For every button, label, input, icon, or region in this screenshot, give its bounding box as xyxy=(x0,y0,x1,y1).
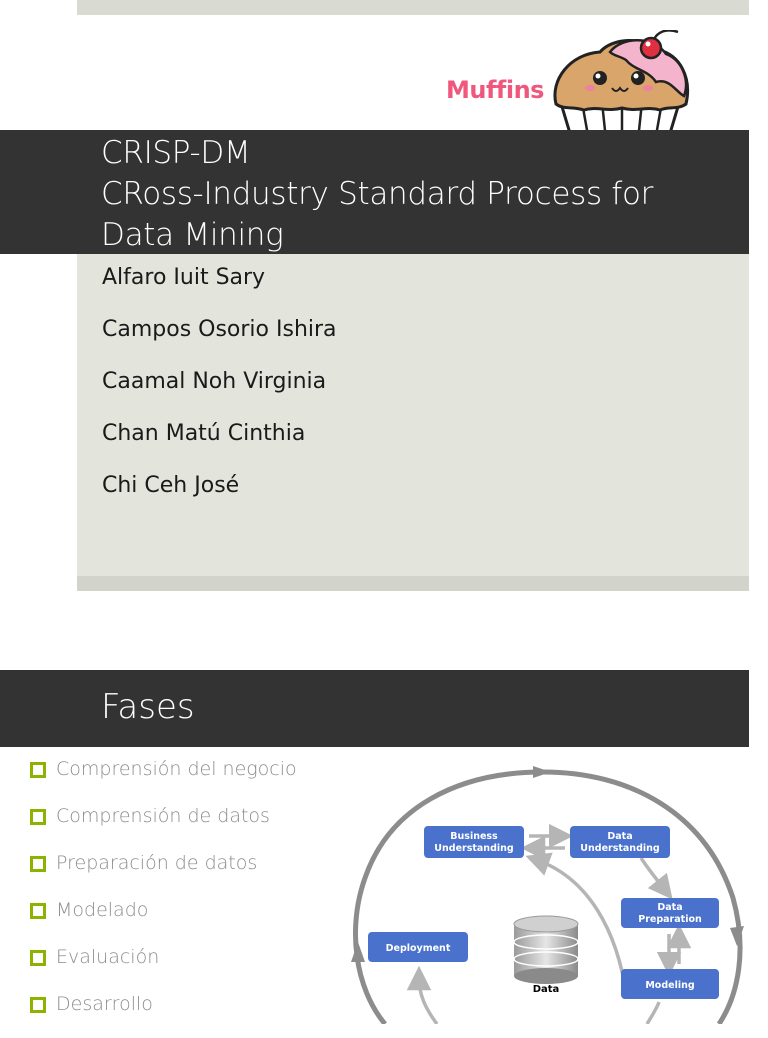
phase-list-item: Comprensión de datos xyxy=(30,803,297,850)
author-name: Chi Ceh José xyxy=(102,473,240,498)
crisp-dm-cycle-diagram: Business Understanding Data Understandin… xyxy=(351,766,744,1024)
phase-list: Comprensión del negocio Comprensión de d… xyxy=(30,756,297,1038)
square-bullet-icon xyxy=(30,997,46,1013)
square-bullet-icon xyxy=(30,762,46,778)
phase-label: Evaluación xyxy=(56,946,160,968)
author-name: Campos Osorio Ishira xyxy=(102,317,337,342)
node-business-understanding: Business Understanding xyxy=(424,826,524,858)
slide1-title-line-3: Data Mining xyxy=(101,217,284,253)
slide1-body-panel xyxy=(77,254,749,576)
phase-list-item: Comprensión del negocio xyxy=(30,756,297,803)
node-modeling: Modeling xyxy=(621,969,719,999)
phase-label: Comprensión del negocio xyxy=(56,758,297,780)
database-icon xyxy=(513,915,579,984)
slide2-title: Fases xyxy=(101,687,195,727)
square-bullet-icon xyxy=(30,809,46,825)
slide1-title-line-1: CRISP-DM xyxy=(101,135,251,171)
svg-text:Understanding: Understanding xyxy=(580,843,659,854)
phase-label: Modelado xyxy=(56,899,149,921)
svg-text:Business: Business xyxy=(450,831,498,842)
svg-text:Modeling: Modeling xyxy=(645,980,694,991)
slide1-title-bar xyxy=(0,130,749,254)
slide1-title-line-2: CRoss-Industry Standard Process for xyxy=(101,176,654,212)
author-name: Alfaro Iuit Sary xyxy=(102,265,266,290)
slide1-top-strip xyxy=(77,0,749,15)
phase-list-item: Preparación de datos xyxy=(30,850,297,897)
database-label: Data xyxy=(533,984,560,995)
node-deployment: Deployment xyxy=(368,932,468,962)
square-bullet-icon xyxy=(30,903,46,919)
svg-text:Data: Data xyxy=(607,831,632,842)
phase-list-item: Modelado xyxy=(30,897,297,944)
phase-list-item: Evaluación xyxy=(30,944,297,991)
muffins-logo-text: Muffins xyxy=(446,76,544,104)
author-name: Caamal Noh Virginia xyxy=(102,369,327,394)
slide1-bottom-strip xyxy=(77,576,749,591)
svg-text:Preparation: Preparation xyxy=(638,914,702,925)
author-list: Alfaro Iuit Sary Campos Osorio Ishira Ca… xyxy=(102,262,337,522)
phase-label: Desarrollo xyxy=(56,993,153,1015)
phase-list-item: Desarrollo xyxy=(30,991,297,1038)
node-data-preparation: Data Preparation xyxy=(621,898,719,928)
phase-label: Comprensión de datos xyxy=(56,805,270,827)
svg-text:Deployment: Deployment xyxy=(386,943,451,954)
author-name: Chan Matú Cinthia xyxy=(102,421,306,446)
outer-cycle-arrow xyxy=(351,766,744,1024)
svg-text:Understanding: Understanding xyxy=(434,843,513,854)
phase-label: Preparación de datos xyxy=(56,852,258,874)
square-bullet-icon xyxy=(30,856,46,872)
node-data-understanding: Data Understanding xyxy=(570,826,670,858)
slide1-title: CRISP-DM CRoss-Industry Standard Process… xyxy=(101,133,741,256)
slide2-title-bar xyxy=(0,670,749,747)
square-bullet-icon xyxy=(30,950,46,966)
svg-text:Data: Data xyxy=(657,902,682,913)
